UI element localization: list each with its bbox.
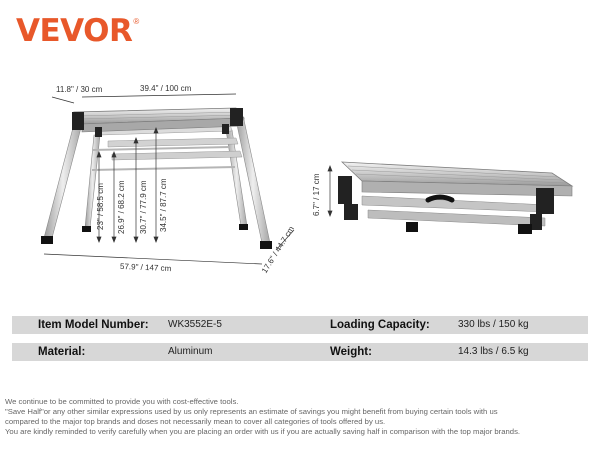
label-loading-capacity: Loading Capacity:: [330, 319, 430, 331]
folded-dimension-line: [327, 165, 333, 217]
disclaimer-line: We continue to be committed to provide y…: [5, 397, 239, 406]
dim-height-1: 23" / 58.5 cm: [96, 183, 105, 230]
label-model-number: Item Model Number:: [38, 319, 149, 331]
product-illustration: [41, 93, 574, 265]
value-loading-capacity: 330 lbs / 150 kg: [458, 319, 529, 330]
dim-depth: 11.8" / 30 cm: [56, 85, 103, 94]
disclaimer-line: compared to the major top brands and dos…: [5, 417, 386, 426]
disclaimer: We continue to be committed to provide y…: [5, 397, 597, 437]
value-material: Aluminum: [168, 346, 213, 357]
registered-mark: ®: [133, 17, 140, 26]
spec-row-model: Item Model Number: WK3552E-5 Loading Cap…: [12, 316, 588, 334]
brand-name: VEVOR: [16, 13, 133, 49]
dimension-lines: [43, 93, 295, 265]
label-material: Material:: [38, 346, 86, 358]
dim-height-4: 34.5" / 87.7 cm: [159, 178, 168, 232]
disclaimer-line: You are kindly reminded to verify carefu…: [5, 427, 521, 436]
value-model-number: WK3552E-5: [168, 319, 222, 330]
brand-logo: VEVOR ®: [16, 14, 139, 48]
dim-top-length: 39.4" / 100 cm: [140, 84, 192, 93]
unfolded-platform: [41, 107, 272, 249]
label-weight: Weight:: [330, 346, 372, 358]
dim-folded-height: 6.7" / 17 cm: [312, 173, 321, 216]
dim-height-2: 26.9" / 68.2 cm: [117, 180, 126, 234]
folded-platform: [338, 161, 574, 234]
value-weight: 14.3 lbs / 6.5 kg: [458, 346, 529, 357]
disclaimer-line: "Save Half"or any other similar expressi…: [5, 407, 498, 416]
spec-row-material: Material: Aluminum Weight: 14.3 lbs / 6.…: [12, 343, 588, 361]
dim-height-3: 30.7" / 77.9 cm: [139, 180, 148, 234]
